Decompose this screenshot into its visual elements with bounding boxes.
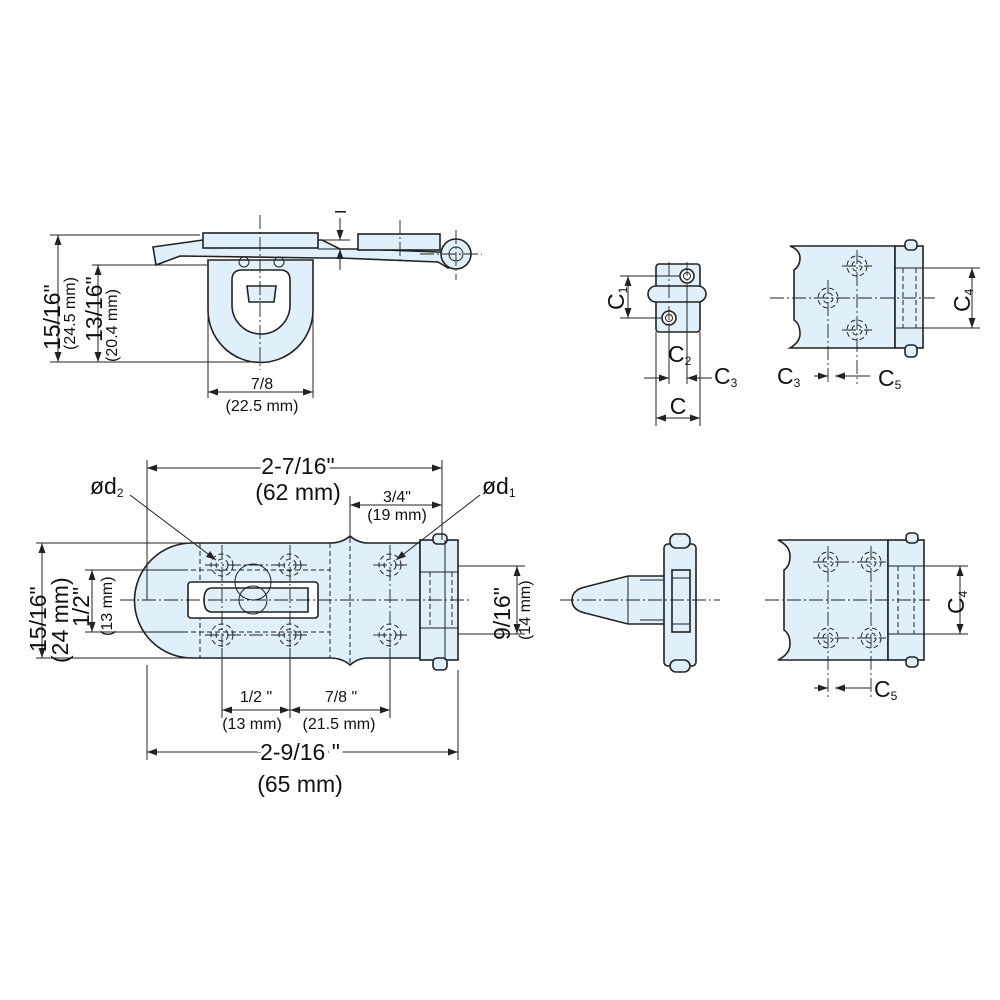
- top-view-staple-slot: [246, 285, 277, 303]
- dim-front-hole-pitch-top-mm: (19 mm): [367, 507, 427, 524]
- dim-top-height-outer: 15/16": [39, 284, 65, 350]
- dim-c5-detail: C5: [878, 365, 902, 392]
- dim-front-hole-pitch-top: 3/4": [383, 489, 411, 506]
- dim-front-hole-pitch-bottom-2: 7/8 ": [325, 689, 357, 706]
- dim-front-height-left-mm: (24 mm): [47, 577, 73, 663]
- top-view: 15/16" (24.5 mm) 13/16" (20.4 mm) 7/8 (2…: [39, 210, 482, 415]
- dim-top-height-inner-mm: (20.4 mm): [104, 289, 121, 362]
- front-view: 2-7/16" (62 mm) 3/4" (19 mm) ød2 ød1 15/…: [25, 449, 534, 797]
- dim-c: C: [670, 393, 687, 419]
- top-view-right-plate: [357, 233, 441, 251]
- dim-c1: C1: [603, 286, 630, 310]
- dim-top-height-inner: 13/16": [81, 276, 107, 342]
- dim-front-height-inner-left-mm: (13 mm): [99, 576, 116, 636]
- detail-view-c3-c5: C4 C3 C5: [770, 239, 980, 392]
- dim-c3-detail: C3: [777, 363, 801, 390]
- detail-b-hinge: [894, 245, 924, 349]
- dim-front-height-right: 9/16": [489, 587, 515, 640]
- dim-front-height-right-mm: (14 mm): [517, 580, 534, 640]
- dim-front-height-left: 15/16": [25, 586, 51, 652]
- dim-c2: C2: [668, 341, 692, 368]
- dim-front-height-inner-left: 1/2": [68, 587, 94, 627]
- dim-c5-lower: C5: [874, 676, 898, 703]
- dim-top-thickness: I: [333, 210, 350, 214]
- top-view-plate: [202, 232, 319, 249]
- detail-b-plate: [787, 245, 896, 349]
- top-view-rivet-right: [273, 256, 285, 268]
- front-view-hinge-bottom-cap: [432, 657, 448, 671]
- side-view-staple: [571, 575, 669, 625]
- front-view-hinge-top-cap: [432, 533, 448, 545]
- side-view: [560, 533, 720, 673]
- detail-view-c: C1 C2 C3 C: [603, 262, 738, 426]
- label-front-d2: ød2: [90, 473, 124, 500]
- dim-top-height-outer-mm: (24.5 mm): [62, 277, 79, 350]
- side-view-hinge: [671, 569, 691, 633]
- dim-c3: C3: [714, 363, 738, 390]
- dim-c4: C4: [949, 288, 976, 312]
- dim-front-overall-bottom: 2-9/16 ": [260, 739, 340, 765]
- label-front-d1: ød1: [482, 473, 516, 500]
- dim-front-hole-pitch-bottom-2-mm: (21.5 mm): [303, 716, 376, 733]
- dim-front-hole-pitch-bottom-1: 1/2 ": [240, 689, 272, 706]
- detail-c-bar: [647, 285, 707, 303]
- dim-c4-lower: C4: [943, 590, 970, 614]
- top-view-rivet-left: [238, 256, 250, 268]
- detail-view-c4-c5: C4 C5: [765, 532, 970, 703]
- dim-front-hole-pitch-bottom-1-mm: (13 mm): [222, 716, 282, 733]
- dim-front-overall-bottom-mm: (65 mm): [257, 771, 343, 797]
- dim-top-width-mm: (22.5 mm): [226, 398, 299, 415]
- dim-front-overall-top: 2-7/16": [261, 453, 334, 479]
- dim-front-overall-top-mm: (62 mm): [255, 479, 341, 505]
- dim-top-width: 7/8: [251, 376, 273, 393]
